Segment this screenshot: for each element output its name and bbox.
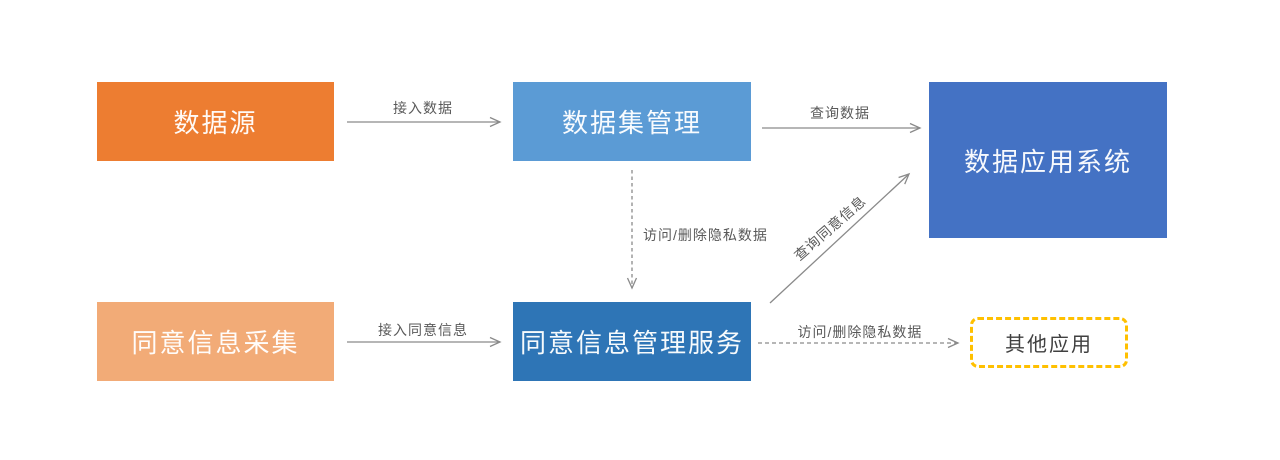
edge-label-access-delete-private-data-vertical: 访问/删除隐私数据 xyxy=(643,227,768,243)
arrow-query-consent-info xyxy=(769,172,911,304)
node-consent-info-management-service: 同意信息管理服务 xyxy=(513,302,751,381)
node-consent-info-collection: 同意信息采集 xyxy=(97,302,334,381)
edge-label-connect-consent-info: 接入同意信息 xyxy=(378,322,468,338)
node-data-source: 数据源 xyxy=(97,82,334,161)
node-other-applications: 其他应用 xyxy=(970,317,1128,368)
edge-label-query-consent-info: 查询同意信息 xyxy=(790,192,870,264)
node-consent-info-management-service-label: 同意信息管理服务 xyxy=(519,328,744,358)
node-other-applications-label: 其他应用 xyxy=(1005,334,1093,356)
edge-label-query-data: 查询数据 xyxy=(810,105,870,121)
node-consent-info-collection-label: 同意信息采集 xyxy=(131,328,300,358)
node-data-application-system: 数据应用系统 xyxy=(929,82,1167,238)
edge-label-connect-data: 接入数据 xyxy=(393,100,453,116)
node-data-application-system-label: 数据应用系统 xyxy=(963,146,1132,177)
edge-label-access-delete-private-data-horizontal: 访问/删除隐私数据 xyxy=(797,324,923,340)
node-dataset-management-label: 数据集管理 xyxy=(561,108,702,138)
node-data-source-label: 数据源 xyxy=(173,108,258,138)
node-dataset-management: 数据集管理 xyxy=(513,82,751,161)
